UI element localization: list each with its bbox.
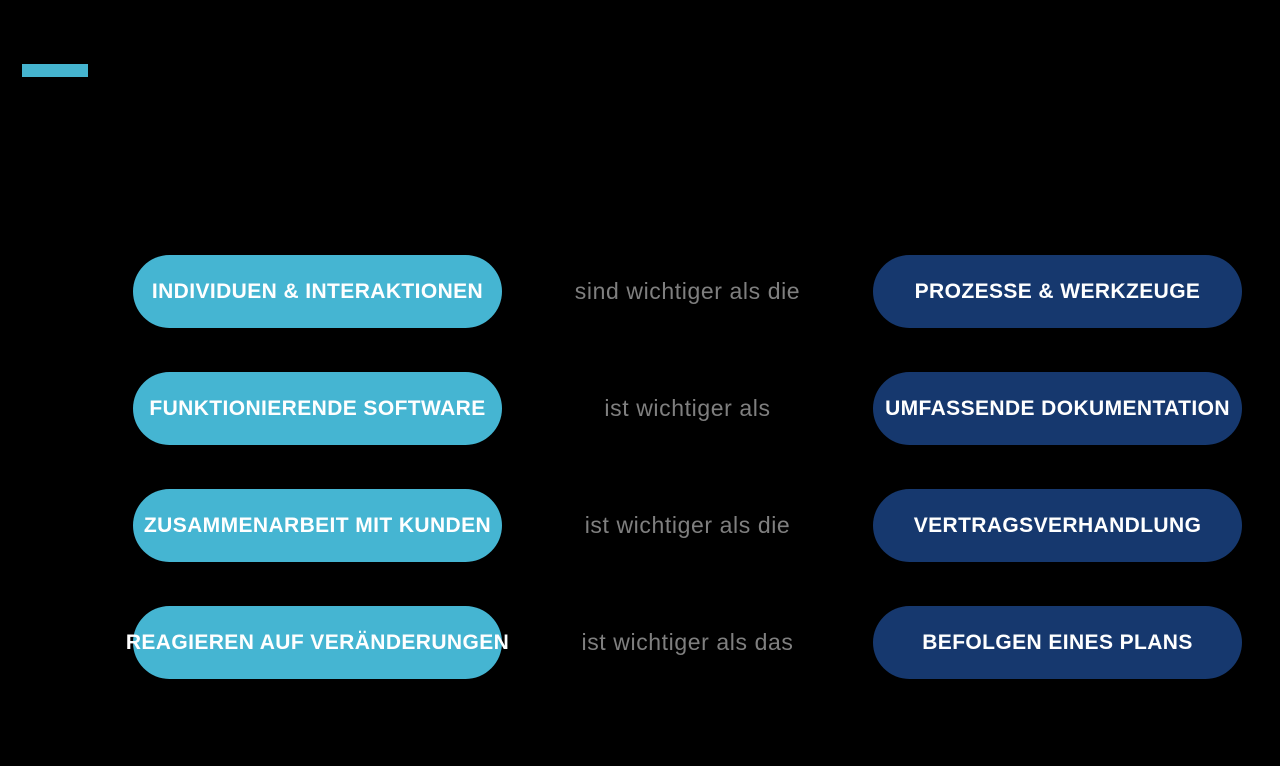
agile-value-pill-4: REAGIEREN AUF VERÄNDERUNGEN — [126, 606, 509, 679]
agile-value-pill-2: FUNKTIONIERENDE SOFTWARE — [133, 372, 502, 445]
agile-value-pill-1: INDIVIDUEN & INTERAKTIONEN — [133, 255, 502, 328]
traditional-value-label-3: VERTRAGSVERHANDLUNG — [913, 514, 1202, 537]
traditional-value-label-1: PROZESSE & WERKZEUGE — [914, 280, 1201, 303]
comparison-text-4: ist wichtiger als das — [581, 629, 794, 655]
traditional-value-pill-4: BEFOLGEN EINES PLANS — [873, 606, 1242, 679]
traditional-value-pill-3: VERTRAGSVERHANDLUNG — [873, 489, 1242, 562]
comparison-text-3: ist wichtiger als die — [584, 512, 791, 538]
traditional-value-label-2: UMFASSENDE DOKUMENTATION — [885, 397, 1230, 420]
agile-value-label-4: REAGIEREN AUF VERÄNDERUNGEN — [125, 631, 510, 654]
accent-bar — [22, 64, 88, 77]
traditional-value-pill-2: UMFASSENDE DOKUMENTATION — [873, 372, 1242, 445]
traditional-value-label-4: BEFOLGEN EINES PLANS — [922, 631, 1193, 654]
agile-value-label-1: INDIVIDUEN & INTERAKTIONEN — [151, 280, 484, 303]
agile-value-label-3: ZUSAMMENARBEIT MIT KUNDEN — [143, 514, 492, 537]
agile-value-pill-3: ZUSAMMENARBEIT MIT KUNDEN — [133, 489, 502, 562]
agile-value-label-2: FUNKTIONIERENDE SOFTWARE — [149, 397, 486, 420]
traditional-value-pill-1: PROZESSE & WERKZEUGE — [873, 255, 1242, 328]
values-grid: INDIVIDUEN & INTERAKTIONEN sind wichtige… — [126, 255, 1242, 679]
comparison-text-2: ist wichtiger als — [604, 395, 771, 421]
comparison-text-1: sind wichtiger als die — [574, 278, 801, 304]
